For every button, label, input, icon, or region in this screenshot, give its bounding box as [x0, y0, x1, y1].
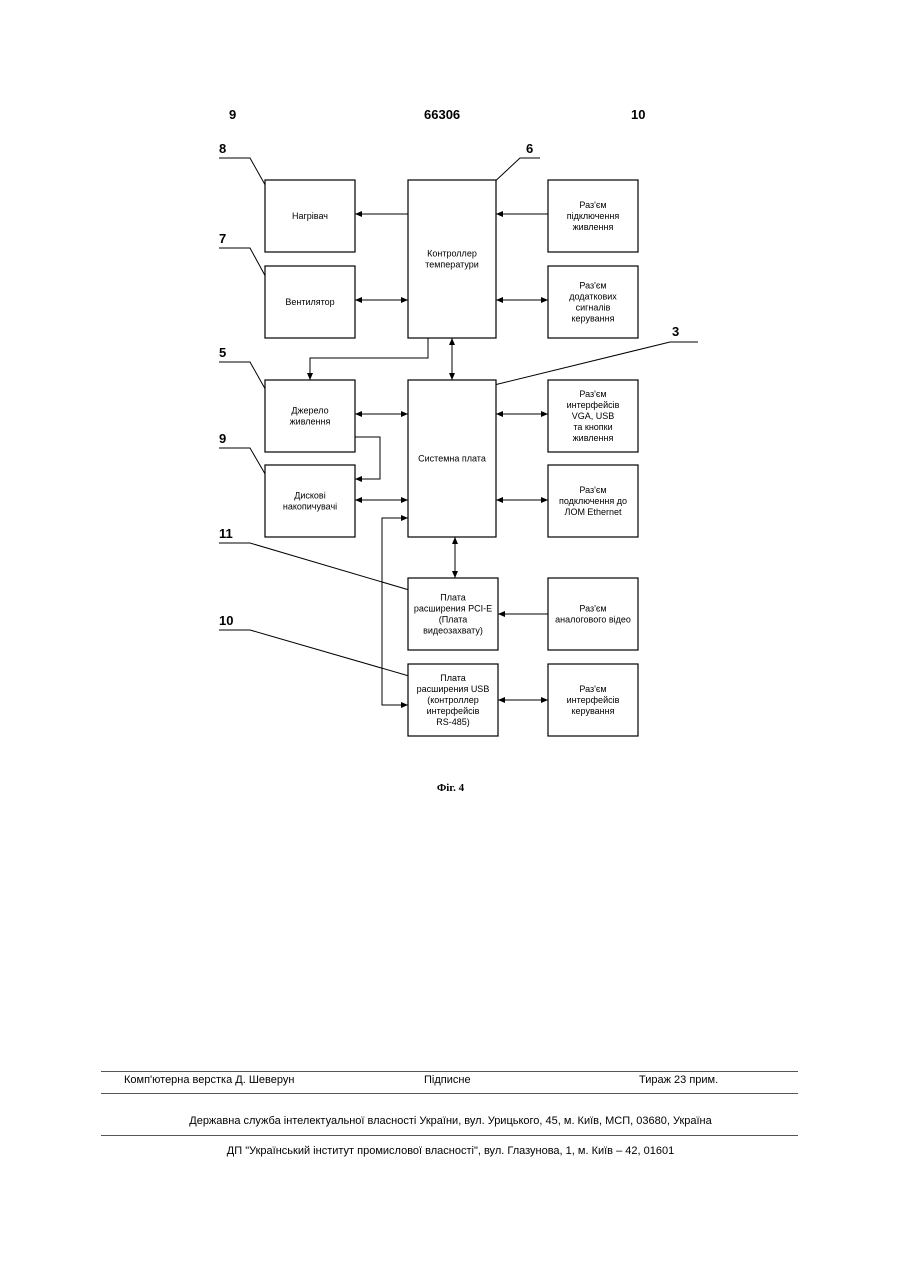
motherboard-block-ref-leader — [490, 342, 698, 386]
ethernet-connector-block-label: Раз'єм — [579, 485, 606, 495]
pcie-board-block-label: Плата — [440, 593, 466, 603]
diagram-nodes: НагрівачВентиляторКонтроллертемпературиР… — [265, 180, 638, 736]
ethernet-connector-block-label: подключення до — [559, 496, 627, 506]
power-connector-block: Раз'ємпідключенняживлення — [548, 180, 638, 252]
power-supply-block-ref-leader — [219, 362, 268, 394]
control-interfaces-connector-block: Раз'єминтерфейсівкерування — [548, 664, 638, 736]
connection-line — [382, 518, 408, 705]
disk-drives-block-ref-leader — [219, 448, 268, 479]
usb-board-block-label: Плата — [440, 673, 466, 683]
usb-board-block-label: интерфейсів — [427, 706, 480, 716]
temperature-controller-block-ref-number: 6 — [526, 141, 533, 156]
fan-block-label: Вентилятор — [285, 297, 334, 307]
vga-usb-connector-block-label: интерфейсів — [567, 400, 620, 410]
power-supply-block-ref-number: 5 — [219, 345, 226, 360]
footer-circulation: Тираж 23 прим. — [639, 1074, 718, 1086]
vga-usb-connector-block: Раз'єминтерфейсівVGA, USBта кнопкиживлен… — [548, 380, 638, 452]
control-interfaces-connector-block-label: интерфейсів — [567, 695, 620, 705]
footer-ip-institute: ДП "Український інститут промислової вла… — [0, 1145, 901, 1157]
pcie-board-block-label: видеозахвату) — [423, 626, 483, 636]
connection-line — [355, 437, 380, 479]
power-connector-block-label: підключення — [567, 211, 620, 221]
extra-signals-connector-block: Раз'ємдодатковихсигналівкерування — [548, 266, 638, 338]
control-interfaces-connector-block-label: керування — [572, 706, 615, 716]
vga-usb-connector-block-label: Раз'єм — [579, 389, 606, 399]
analog-video-connector-block: Раз'єманалогового відео — [548, 578, 638, 650]
vga-usb-connector-block-label: живлення — [573, 433, 614, 443]
vga-usb-connector-block-label: VGA, USB — [572, 411, 615, 421]
usb-board-block-label: RS-485) — [436, 717, 470, 727]
motherboard-block: Системна плата — [408, 380, 496, 537]
power-connector-block-label: живлення — [573, 222, 614, 232]
power-supply-block-label: живлення — [290, 417, 331, 427]
pcie-board-block-ref-leader — [219, 543, 416, 592]
usb-board-block: Платарасширения USB(контроллеринтерфейсі… — [408, 664, 498, 736]
disk-drives-block: Дисковінакопичувачі — [265, 465, 355, 537]
extra-signals-connector-block-label: сигналів — [576, 303, 611, 313]
usb-board-block-label: (контроллер — [427, 695, 478, 705]
usb-board-block-ref-number: 10 — [219, 613, 233, 628]
power-supply-block-label: Джерело — [291, 406, 328, 416]
connection-line — [310, 338, 428, 380]
motherboard-block-ref-number: 3 — [672, 324, 679, 339]
temperature-controller-block-label: Контроллер — [427, 249, 477, 259]
footer-rule-top — [101, 1071, 798, 1072]
disk-drives-block-ref-number: 9 — [219, 431, 226, 446]
heater-block-ref-leader — [219, 158, 268, 190]
usb-board-block-ref-leader — [219, 630, 416, 678]
power-connector-block-label: Раз'єм — [579, 200, 606, 210]
extra-signals-connector-block-label: керування — [572, 314, 615, 324]
extra-signals-connector-block-label: додаткових — [569, 292, 617, 302]
analog-video-connector-block-label: Раз'єм — [579, 604, 606, 614]
power-supply-block: Джереложивлення — [265, 380, 355, 452]
heater-block-label: Нагрівач — [292, 211, 328, 221]
disk-drives-block-label: Дискові — [294, 491, 325, 501]
figure-caption: Фіг. 4 — [0, 782, 901, 794]
fan-block: Вентилятор — [265, 266, 355, 338]
temperature-controller-block-ref-leader — [490, 158, 540, 186]
temperature-controller-block: Контроллертемператури — [408, 180, 496, 338]
heater-block: Нагрівач — [265, 180, 355, 252]
ethernet-connector-block-label: ЛОМ Ethernet — [565, 507, 622, 517]
ethernet-connector-block: Раз'ємподключення доЛОМ Ethernet — [548, 465, 638, 537]
fan-block-ref-number: 7 — [219, 231, 226, 246]
extra-signals-connector-block-label: Раз'єм — [579, 281, 606, 291]
pcie-board-block-ref-number: 11 — [219, 526, 233, 541]
footer-rule-middle — [101, 1093, 798, 1094]
control-interfaces-connector-block-label: Раз'єм — [579, 684, 606, 694]
pcie-board-block-label: расширения PCI-E — [414, 604, 492, 614]
pcie-board-block: Платарасширения PCI-E(Платавидеозахвату) — [408, 578, 498, 650]
vga-usb-connector-block-label: та кнопки — [573, 422, 612, 432]
footer-layout-credit: Комп'ютерна верстка Д. Шеверун — [124, 1074, 294, 1086]
footer-rule-bottom — [101, 1135, 798, 1136]
disk-drives-block-label: накопичувачі — [283, 502, 337, 512]
fan-block-ref-leader — [219, 248, 268, 281]
usb-board-block-label: расширения USB — [417, 684, 490, 694]
temperature-controller-block-label: температури — [425, 260, 479, 270]
analog-video-connector-block-label: аналогового відео — [555, 615, 631, 625]
footer-ip-service: Державна служба інтелектуальної власност… — [0, 1115, 901, 1127]
motherboard-block-label: Системна плата — [418, 454, 486, 464]
heater-block-ref-number: 8 — [219, 141, 226, 156]
pcie-board-block-label: (Плата — [439, 615, 468, 625]
footer-signed: Підписне — [424, 1074, 471, 1086]
